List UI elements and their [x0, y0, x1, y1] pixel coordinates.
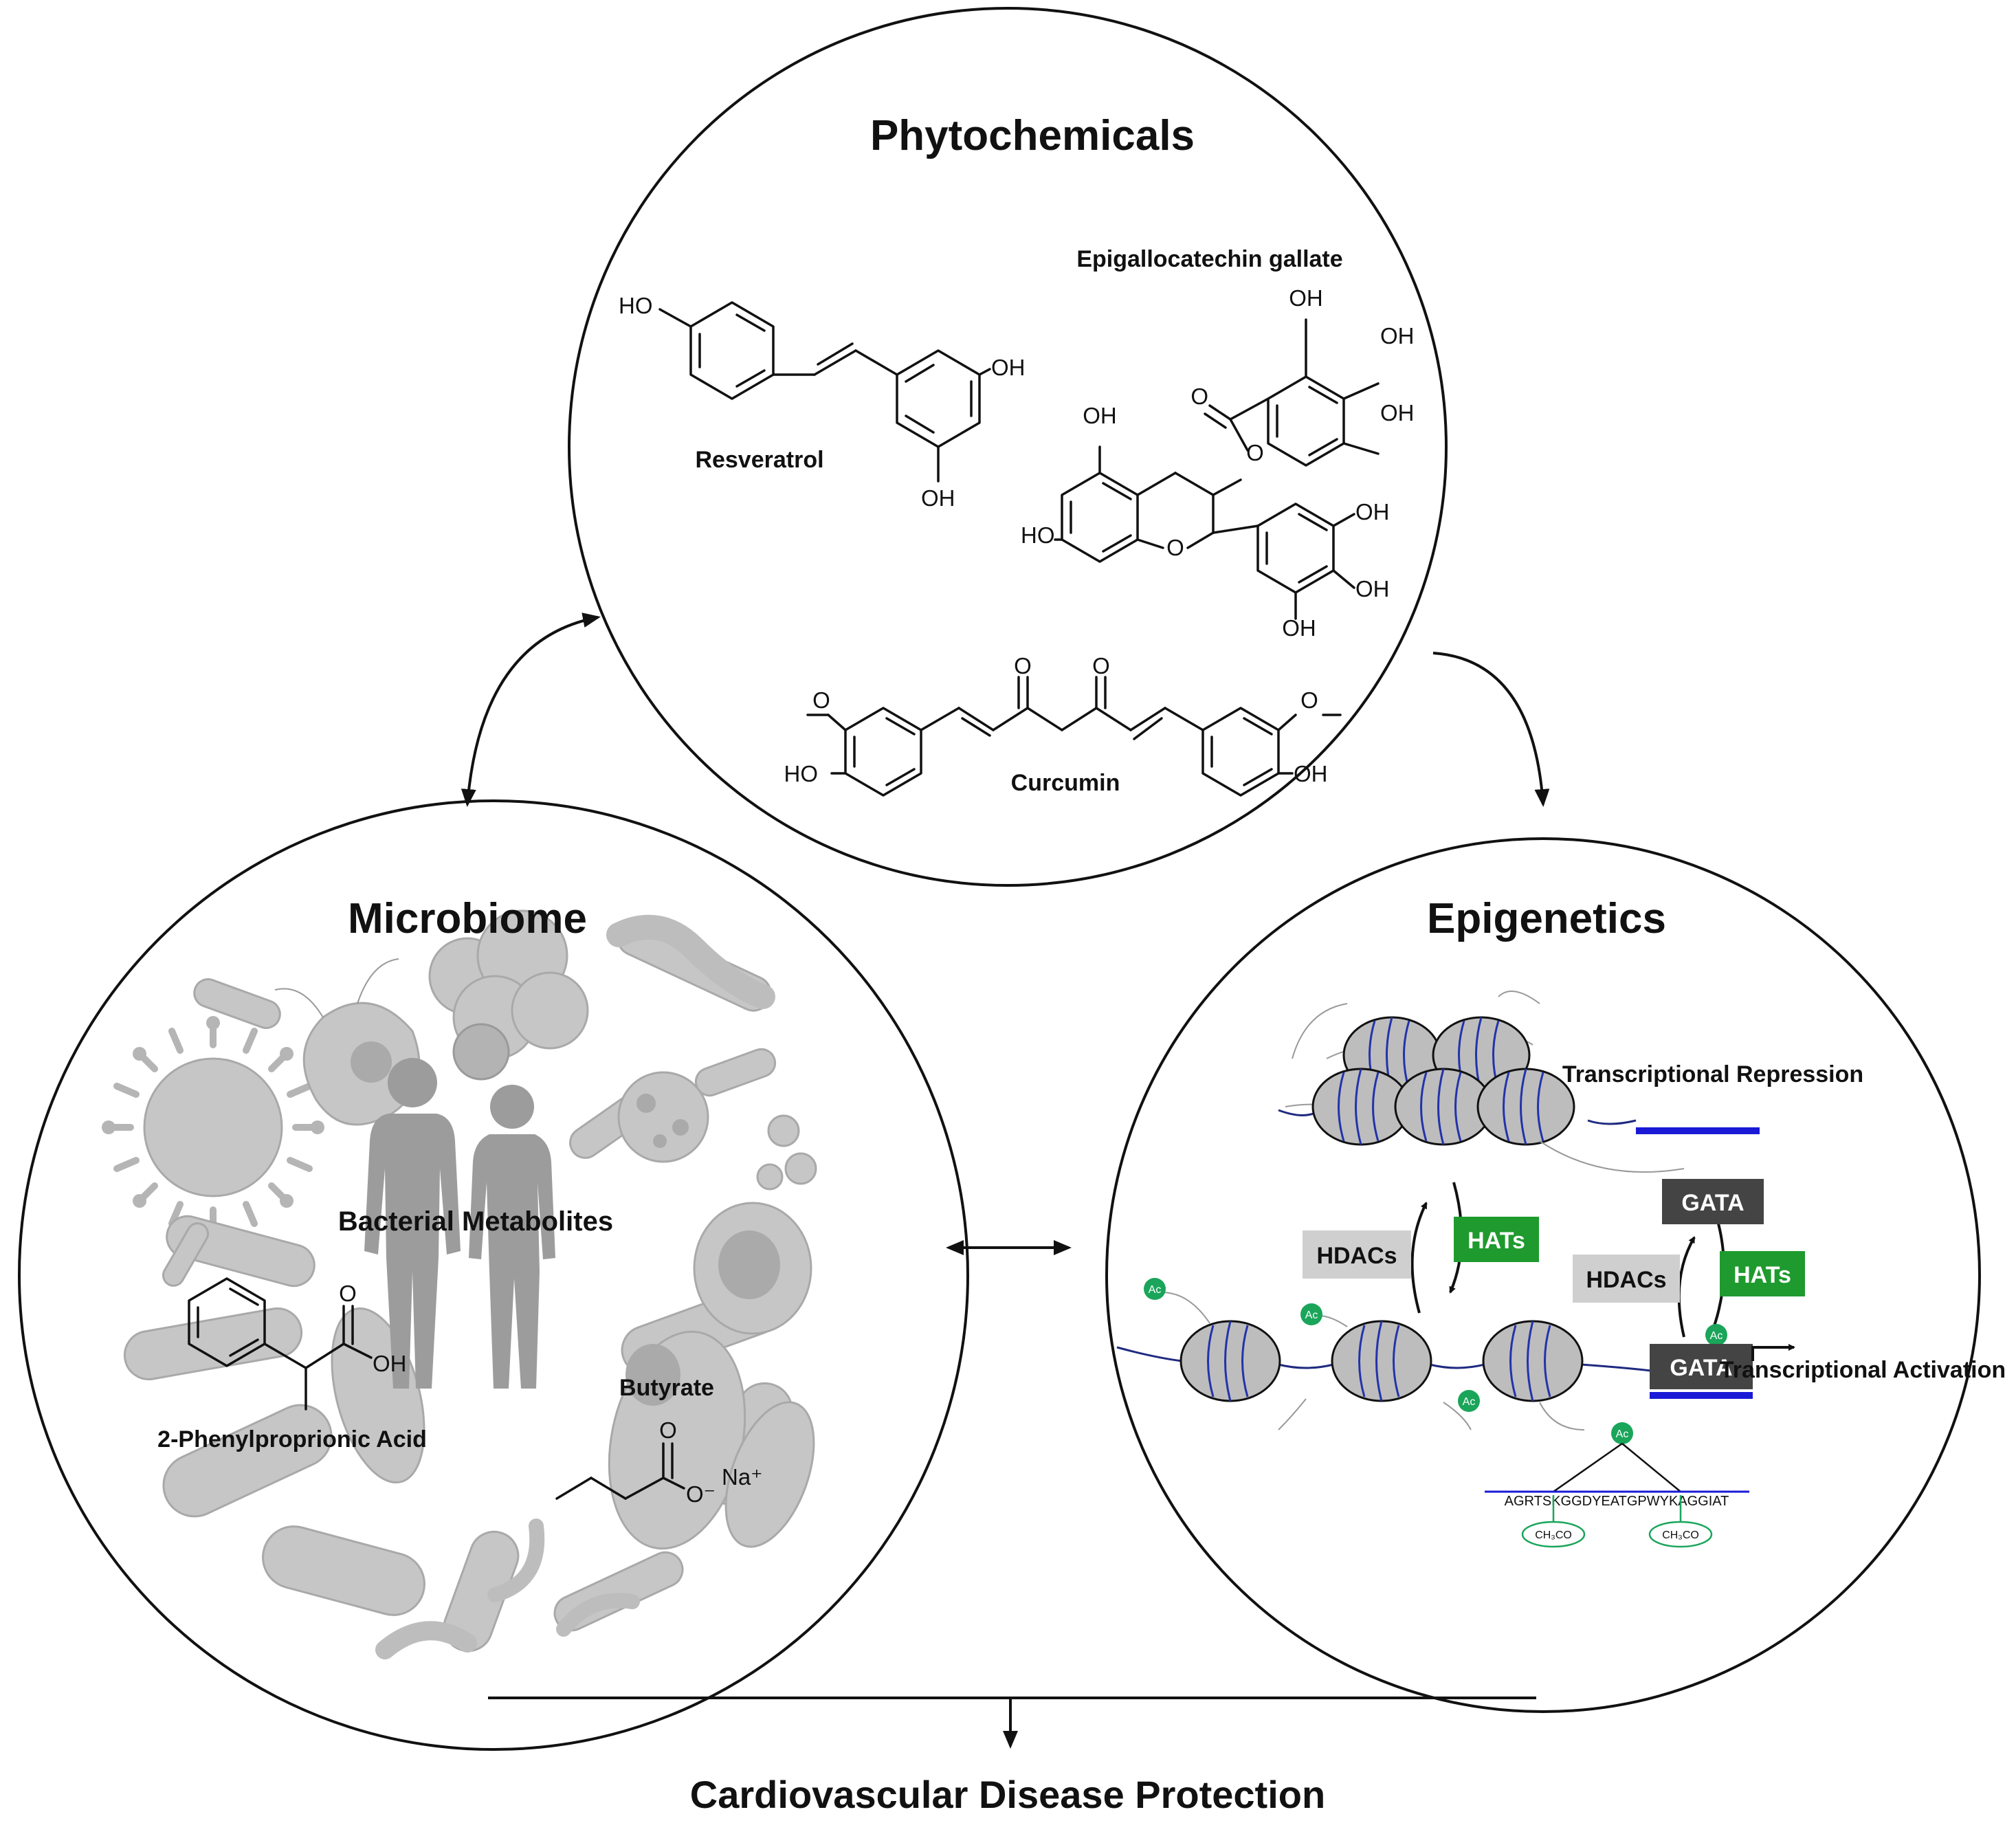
acetyl-label: Ac: [1305, 1310, 1318, 1321]
gata-label-lower: GATA: [1670, 1355, 1732, 1381]
atom-label: O: [659, 1417, 677, 1443]
gata-box-upper: [1662, 1179, 1764, 1224]
open-chromatin: [1116, 1292, 1657, 1430]
atom-label: OH: [373, 1351, 407, 1376]
acetyl-dot: [1144, 1278, 1166, 1300]
acetyl-label: Ac: [1149, 1284, 1162, 1296]
egcg-label: Epigallocatechin gallate: [1076, 246, 1342, 272]
acetyl-label: Ac: [1616, 1428, 1629, 1440]
butyrate-label: Butyrate: [619, 1375, 714, 1401]
resveratrol-label: Resveratrol: [695, 447, 823, 473]
atom-label: OH: [991, 355, 1026, 380]
phytochemicals-panel: Phytochemicals HO OH OH Resveratrol: [568, 7, 1448, 887]
small-cocci-icon: [756, 1114, 817, 1191]
atom-label: O: [339, 1281, 357, 1306]
atom-label: HO: [784, 761, 819, 786]
acetyl-dot: [1300, 1303, 1322, 1325]
atom-label: HO: [1021, 522, 1055, 548]
atom-label: O: [1190, 384, 1208, 409]
hats-label-right: HATs: [1733, 1262, 1791, 1288]
microbiome-panel: Microbiome Bacterial Metabolites O OH 2-…: [18, 799, 969, 1751]
butyrate-structure: O O⁻ Na⁺: [555, 1417, 763, 1507]
gata-label-upper: GATA: [1681, 1190, 1744, 1216]
methyl-group-left: [1521, 1521, 1586, 1548]
bacterial-metabolites-label: Bacterial Metabolites: [338, 1206, 613, 1237]
atom-label: O: [1300, 687, 1318, 713]
hdacs-box-left: [1303, 1230, 1411, 1279]
condensed-chromatin: [1278, 991, 1685, 1173]
hats-box-left: [1454, 1217, 1539, 1262]
hats-box-right: [1720, 1251, 1805, 1296]
atom-label: O: [1014, 653, 1032, 678]
hdacs-box-right: [1573, 1255, 1680, 1303]
atom-label: O: [1092, 653, 1110, 678]
atom-label: HO: [619, 293, 653, 318]
acetyl-dot: [1705, 1324, 1727, 1346]
histone-tail-detail: AGRTSKGGDYEATGPWYKAGGIAT CH₃CO CH₃CO: [1485, 1442, 1749, 1548]
phytochemicals-circle: [568, 7, 1448, 887]
microbes-background: [102, 909, 817, 1659]
acetyl-markers: Ac Ac Ac Ac Ac: [1144, 1278, 1727, 1444]
acetyl-dot: [1611, 1422, 1633, 1444]
atom-label: OH: [1380, 400, 1415, 426]
phytochemicals-title: Phytochemicals: [870, 112, 1195, 159]
gata-box-lower: [1650, 1344, 1753, 1389]
repression-label-line1: Transcriptional Repression: [1562, 1061, 1863, 1087]
atom-label: OH: [1355, 499, 1390, 524]
atom-label: O⁻: [686, 1481, 716, 1507]
atom-label: O: [1166, 535, 1184, 560]
round-cell-icon: [693, 1202, 812, 1335]
virus-icon: [102, 1016, 324, 1239]
atom-label: OH: [921, 485, 955, 511]
human-silhouettes-icon: [364, 1058, 555, 1389]
methyl-group-label: CH₃CO: [1662, 1529, 1699, 1541]
hdacs-label-left: HDACs: [1316, 1243, 1397, 1269]
atom-label: OH: [1294, 761, 1328, 786]
phenylpropionic-acid-label: 2-Phenylproprionic Acid: [157, 1426, 427, 1452]
atom-label: OH: [1083, 403, 1117, 428]
egcg-structure: OH HO O O O OH OH OH OH OH OH: [1021, 285, 1415, 641]
hdacs-label-right: HDACs: [1586, 1267, 1666, 1293]
atom-label: OH: [1380, 323, 1415, 349]
outcome-label: Cardiovascular Disease Protection: [690, 1773, 1325, 1816]
atom-label: OH: [1289, 285, 1323, 311]
epigenetics-circle: [1105, 837, 1981, 1713]
epigenetics-title: Epigenetics: [1427, 895, 1666, 942]
spiky-virus-icon: [617, 1071, 709, 1163]
curcumin-structure: O HO O O O OH: [784, 653, 1342, 797]
cycle-arrow: [1677, 1236, 1696, 1338]
arrow-phyto-microbiome: [461, 612, 601, 807]
methyl-group-label: CH₃CO: [1535, 1529, 1572, 1541]
phenylpropionic-acid-structure: O OH: [188, 1277, 407, 1411]
atom-label: O: [812, 687, 830, 713]
atom-label: O: [1246, 440, 1264, 465]
microbiome-title: Microbiome: [348, 895, 587, 942]
human-figure: [469, 1085, 555, 1389]
acetyl-label: Ac: [1710, 1330, 1723, 1342]
resveratrol-structure: HO OH OH: [619, 293, 1026, 511]
atom-label: OH: [1355, 576, 1390, 601]
cycle-arrow: [1410, 1202, 1428, 1314]
epigenetics-panel: Epigenetics Transcriptional Repression: [1105, 837, 2006, 1713]
activation-label: Transcriptional Activation: [1720, 1357, 2006, 1383]
atom-label: OH: [1282, 615, 1316, 641]
atom-label: Na⁺: [722, 1464, 763, 1490]
arrow-phyto-epigenetics: [1432, 652, 1550, 807]
sequence-label: AGRTSKGGDYEATGPWYKAGGIAT: [1505, 1494, 1729, 1509]
transcription-arrow: [1751, 1344, 1795, 1361]
hats-label-left: HATs: [1467, 1228, 1525, 1254]
worm-bacteria-icon: [375, 914, 775, 1659]
acetyl-label: Ac: [1463, 1396, 1476, 1408]
methyl-group-right: [1648, 1521, 1713, 1548]
human-figure: [364, 1058, 461, 1389]
amoeba-icon: [274, 958, 421, 1126]
curcumin-label: Curcumin: [1011, 770, 1120, 796]
coccus-cluster-icon: [428, 909, 589, 1081]
acetyl-dot: [1458, 1390, 1480, 1412]
ciliate-icon: [331, 1307, 815, 1550]
